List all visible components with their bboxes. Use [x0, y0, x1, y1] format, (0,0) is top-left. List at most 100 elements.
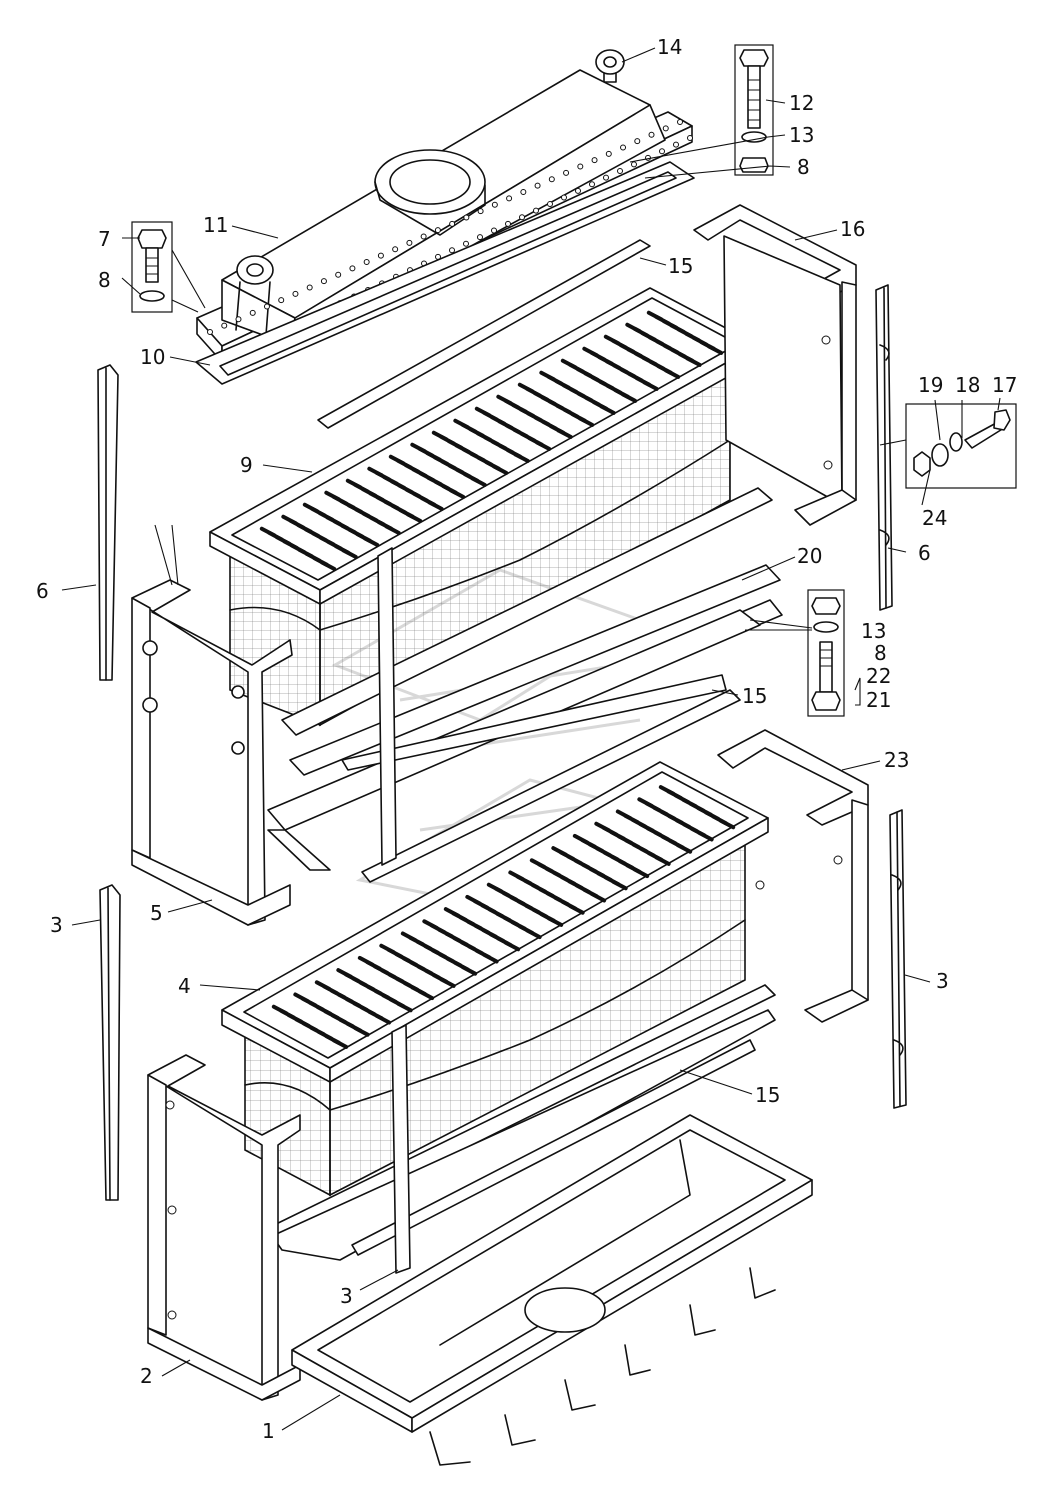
- flange-hole: [605, 150, 612, 157]
- core-slot: [568, 904, 585, 915]
- callout-20: 20: [797, 544, 822, 568]
- callout-1: 1: [262, 1419, 275, 1443]
- core-slot: [513, 452, 530, 463]
- flange-hole: [533, 207, 539, 214]
- callout-24: 24: [922, 506, 947, 530]
- flange-hole: [589, 181, 595, 188]
- callout-10: 10: [140, 345, 165, 369]
- core-slot: [546, 916, 564, 927]
- core-slot: [491, 464, 509, 475]
- callout-14: 14: [657, 35, 682, 59]
- flange-hole: [677, 119, 683, 125]
- core-slot: [599, 404, 616, 415]
- fastener-box-12-13-8: [734, 44, 774, 176]
- flange-hole: [577, 163, 584, 170]
- flange-hole: [547, 201, 553, 208]
- strip-3-left: [99, 884, 121, 1201]
- fastener-box-17-18-19-24: [905, 403, 1017, 489]
- core-slot: [589, 891, 607, 903]
- callout-15: 15: [742, 684, 767, 708]
- callout-12: 12: [789, 91, 814, 115]
- fastener-box-7-8: [131, 221, 173, 313]
- strip-6-left: [97, 364, 119, 681]
- callout-9: 9: [240, 453, 253, 477]
- flange-hole: [477, 208, 484, 215]
- upper-core: [209, 287, 759, 727]
- core-slot: [362, 536, 380, 547]
- washer-icon: [931, 432, 963, 467]
- core-slot: [534, 440, 552, 451]
- core-slot: [353, 1026, 370, 1037]
- flange-hole: [491, 227, 497, 234]
- callout-19: 19: [918, 373, 943, 397]
- washer-icon: [813, 621, 839, 633]
- right-frame-upper: [693, 204, 857, 526]
- core-slot: [503, 940, 521, 952]
- core-slot: [611, 879, 628, 891]
- flange-hole: [449, 247, 455, 254]
- core-slot: [663, 368, 681, 379]
- flange-hole: [534, 182, 541, 189]
- core-slot: [620, 392, 638, 403]
- flange-hole: [320, 278, 327, 285]
- core-slot: [384, 524, 401, 535]
- bolt-icon: [739, 49, 769, 129]
- core-slot: [470, 476, 487, 487]
- core-slot: [718, 818, 736, 830]
- core-slot: [632, 867, 650, 879]
- upper-gasket: [195, 161, 695, 385]
- flange-hole: [491, 201, 498, 208]
- right-frame-lower: [717, 729, 869, 1023]
- flange-hole: [235, 316, 242, 323]
- core-slot: [697, 830, 714, 842]
- core-slot: [685, 356, 702, 367]
- eyebolt-icon: [595, 49, 625, 83]
- core-slot: [642, 380, 659, 391]
- flange-hole: [449, 220, 456, 227]
- flange-hole: [561, 194, 567, 201]
- lower-core: [221, 761, 769, 1197]
- callout-8: 8: [98, 268, 111, 292]
- flange-hole: [620, 144, 627, 151]
- flange-hole: [520, 189, 527, 195]
- core-slot: [482, 952, 499, 964]
- callout-labels: 14 12 13 8 11 7 8 16 15 10 17 18 19 9 24…: [36, 35, 1017, 1443]
- flange-hole: [659, 148, 665, 155]
- seal-strip-upper: [317, 239, 651, 429]
- core-slot: [525, 928, 542, 940]
- strip-upper-center: [377, 547, 397, 866]
- core-slot: [374, 1013, 392, 1025]
- callout-21: 21: [866, 688, 891, 712]
- core-slot: [448, 488, 466, 499]
- callout-17: 17: [992, 373, 1017, 397]
- callout-15: 15: [668, 254, 693, 278]
- core-slot: [319, 560, 337, 571]
- callout-16: 16: [840, 217, 865, 241]
- flange-hole: [420, 233, 427, 240]
- core-slot: [439, 977, 456, 988]
- flange-hole: [673, 141, 679, 148]
- callout-2: 2: [140, 1364, 153, 1388]
- callout-3: 3: [50, 913, 63, 937]
- bolt-icon: [137, 229, 167, 283]
- callout-22: 22: [866, 664, 891, 688]
- flange-hole: [617, 168, 623, 175]
- flange-hole: [519, 214, 525, 221]
- nut-icon: [739, 157, 769, 173]
- core-slot: [460, 965, 478, 976]
- flange-hole: [434, 227, 441, 234]
- callout-23: 23: [884, 748, 909, 772]
- core-slot: [405, 512, 423, 523]
- flange-hole: [292, 290, 299, 297]
- flange-hole: [648, 131, 655, 138]
- flange-hole: [207, 329, 213, 335]
- left-frame-upper: [131, 579, 293, 926]
- callout-3: 3: [936, 969, 949, 993]
- nut-icon: [811, 597, 841, 615]
- strip-6-right: [875, 284, 893, 611]
- fastener-box-13-8-22-21: [807, 589, 845, 717]
- flange-hole: [363, 259, 370, 265]
- flange-hole: [406, 239, 413, 246]
- left-frame-lower: [147, 1054, 301, 1401]
